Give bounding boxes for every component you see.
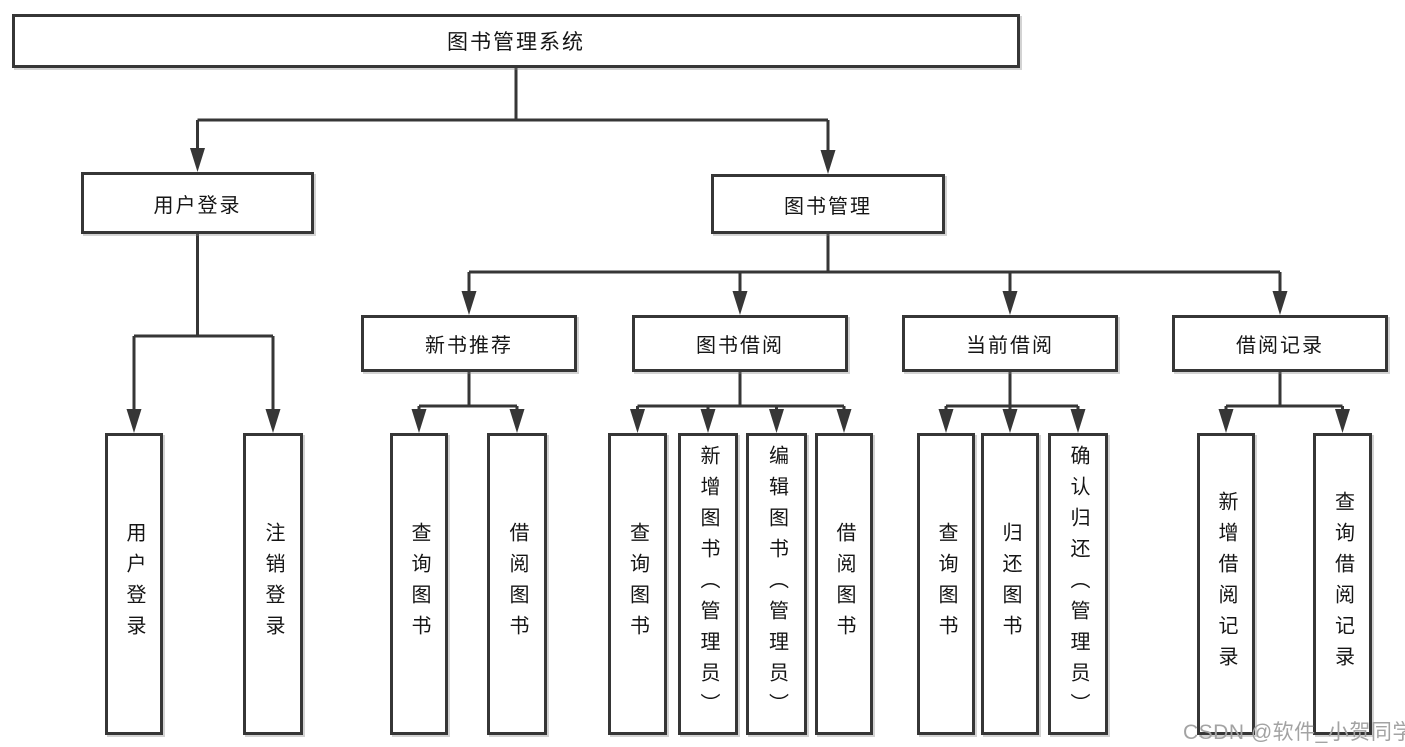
leaf-query-books-recommend: 查询图书 [390, 433, 448, 735]
leaf-query-books-current: 查询图书 [917, 433, 975, 735]
node-new-book-recommend: 新书推荐 [361, 315, 577, 372]
leaf-add-books-admin: 新增图书（管理员） [678, 433, 738, 735]
node-library-management-system: 图书管理系统 [12, 14, 1020, 68]
node-user-login: 用户登录 [81, 172, 314, 234]
leaf-confirm-return-admin: 确认归还（管理员） [1048, 433, 1108, 735]
leaf-add-borrow-record: 新增借阅记录 [1197, 433, 1255, 735]
leaf-query-books-borrow: 查询图书 [608, 433, 667, 735]
csdn-watermark: CSDN @软件_小贺同学 [1183, 721, 1405, 744]
leaf-edit-books-admin: 编辑图书（管理员） [746, 433, 807, 735]
node-book-management: 图书管理 [711, 174, 945, 234]
node-borrow-records: 借阅记录 [1172, 315, 1388, 372]
node-current-borrow: 当前借阅 [902, 315, 1118, 372]
leaf-borrow-books: 借阅图书 [815, 433, 873, 735]
leaf-user-login: 用户登录 [105, 433, 163, 735]
leaf-return-books: 归还图书 [981, 433, 1039, 735]
leaf-borrow-books-recommend: 借阅图书 [487, 433, 547, 735]
node-book-borrow: 图书借阅 [632, 315, 848, 372]
leaf-logout-login: 注销登录 [243, 433, 303, 735]
leaf-query-borrow-record: 查询借阅记录 [1313, 433, 1372, 735]
